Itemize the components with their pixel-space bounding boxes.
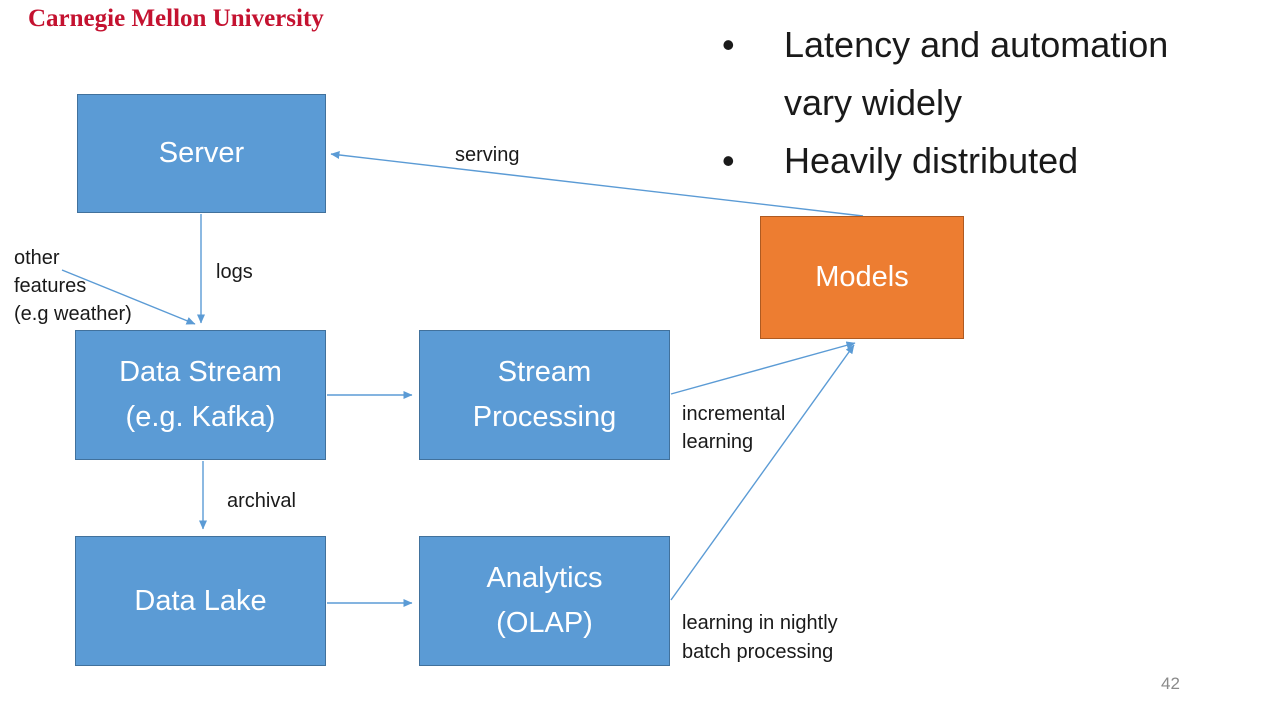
serving-label: serving	[455, 144, 520, 166]
node-analytics: Analytics (OLAP)	[419, 536, 670, 666]
bullet-item: • Latency and automation vary widely	[722, 16, 1262, 132]
node-models-label: Models	[815, 261, 909, 293]
nightly-batch-label: learning in nightly batch processing	[682, 609, 838, 667]
bullet-dot: •	[722, 140, 735, 181]
node-data-stream-line1: Data Stream	[119, 356, 282, 388]
node-server-label: Server	[158, 137, 245, 169]
node-stream-processing: Stream Processing	[419, 330, 670, 460]
node-analytics-line2: (OLAP)	[496, 607, 593, 639]
node-stream-processing-line2: Processing	[472, 401, 617, 433]
incremental-learning-label: incremental learning	[682, 400, 785, 456]
incremental-learning-arrow	[670, 341, 856, 395]
nightly-batch-arrow	[670, 344, 855, 601]
nightly-batch-line2: batch processing	[682, 641, 834, 663]
incremental-learning-line1: incremental	[682, 403, 786, 425]
page-number: 42	[1161, 674, 1180, 693]
node-data-stream-line2: (e.g. Kafka)	[125, 401, 276, 433]
node-models: Models	[760, 216, 964, 339]
bullet-item: • Heavily distributed	[722, 132, 1262, 190]
other-features-label: other features (e.g weather)	[14, 244, 132, 328]
bullet-text: Latency and automation vary widely	[784, 24, 1169, 123]
bullet-dot: •	[722, 24, 735, 65]
node-analytics-line1: Analytics	[486, 562, 603, 594]
nightly-batch-line1: learning in nightly	[682, 612, 838, 634]
archival-label: archival	[227, 490, 296, 512]
node-server: Server	[77, 94, 326, 213]
node-data-lake-label: Data Lake	[134, 584, 267, 617]
incremental-learning-line2: learning	[682, 431, 754, 453]
cmu-logo: Carnegie Mellon University	[28, 5, 324, 32]
other-features-line2: features	[14, 275, 87, 297]
other-features-line3: (e.g weather)	[14, 303, 132, 325]
bullet-list: • Latency and automation vary widely • H…	[722, 16, 1262, 190]
node-data-stream: Data Stream (e.g. Kafka)	[75, 330, 326, 460]
node-stream-processing-line1: Stream	[497, 356, 592, 388]
other-features-line1: other	[14, 247, 60, 269]
bullet-text: Heavily distributed	[784, 140, 1079, 181]
node-data-lake: Data Lake	[75, 536, 326, 666]
logs-label: logs	[216, 261, 253, 283]
